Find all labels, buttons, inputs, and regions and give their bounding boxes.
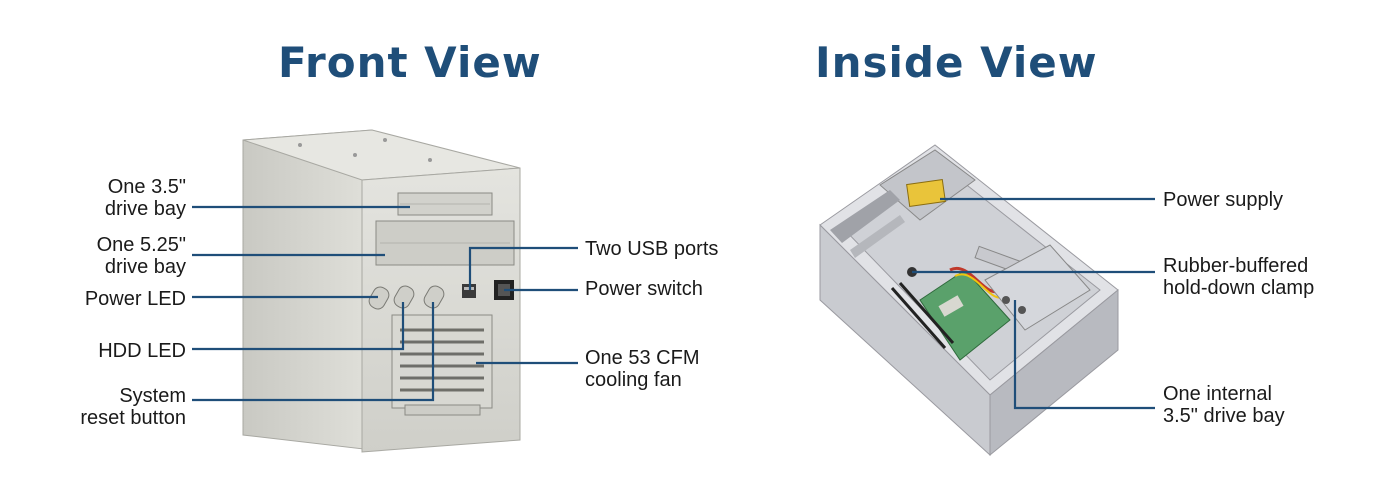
power-supply-unit xyxy=(879,149,976,221)
front-leaders xyxy=(192,205,578,402)
inside-chassis xyxy=(819,144,1119,457)
front-drive-bay-525 xyxy=(375,220,515,266)
internal-drive-bay xyxy=(984,244,1091,331)
fan-grille xyxy=(391,314,493,416)
backplane-slots xyxy=(830,190,905,258)
label-3-5-drive-bay: One 3.5"drive bay xyxy=(104,176,186,220)
label-hdd-led: HDD LED xyxy=(98,340,186,362)
label-usb-ports: Two USB ports xyxy=(585,238,719,260)
circuit-board xyxy=(890,269,1011,361)
label-power-supply: Power supply xyxy=(1163,189,1284,211)
label-power-led: Power LED xyxy=(84,288,186,310)
front-view-title: Front View xyxy=(278,38,542,87)
front-buttons xyxy=(368,285,445,310)
inside-view-title: Inside View xyxy=(815,38,1098,87)
inside-leaders xyxy=(912,197,1155,410)
front-drive-bay-35 xyxy=(397,192,493,216)
label-power-switch: Power switch xyxy=(585,278,703,300)
label-5-25-drive-bay: One 5.25"drive bay xyxy=(96,234,186,278)
